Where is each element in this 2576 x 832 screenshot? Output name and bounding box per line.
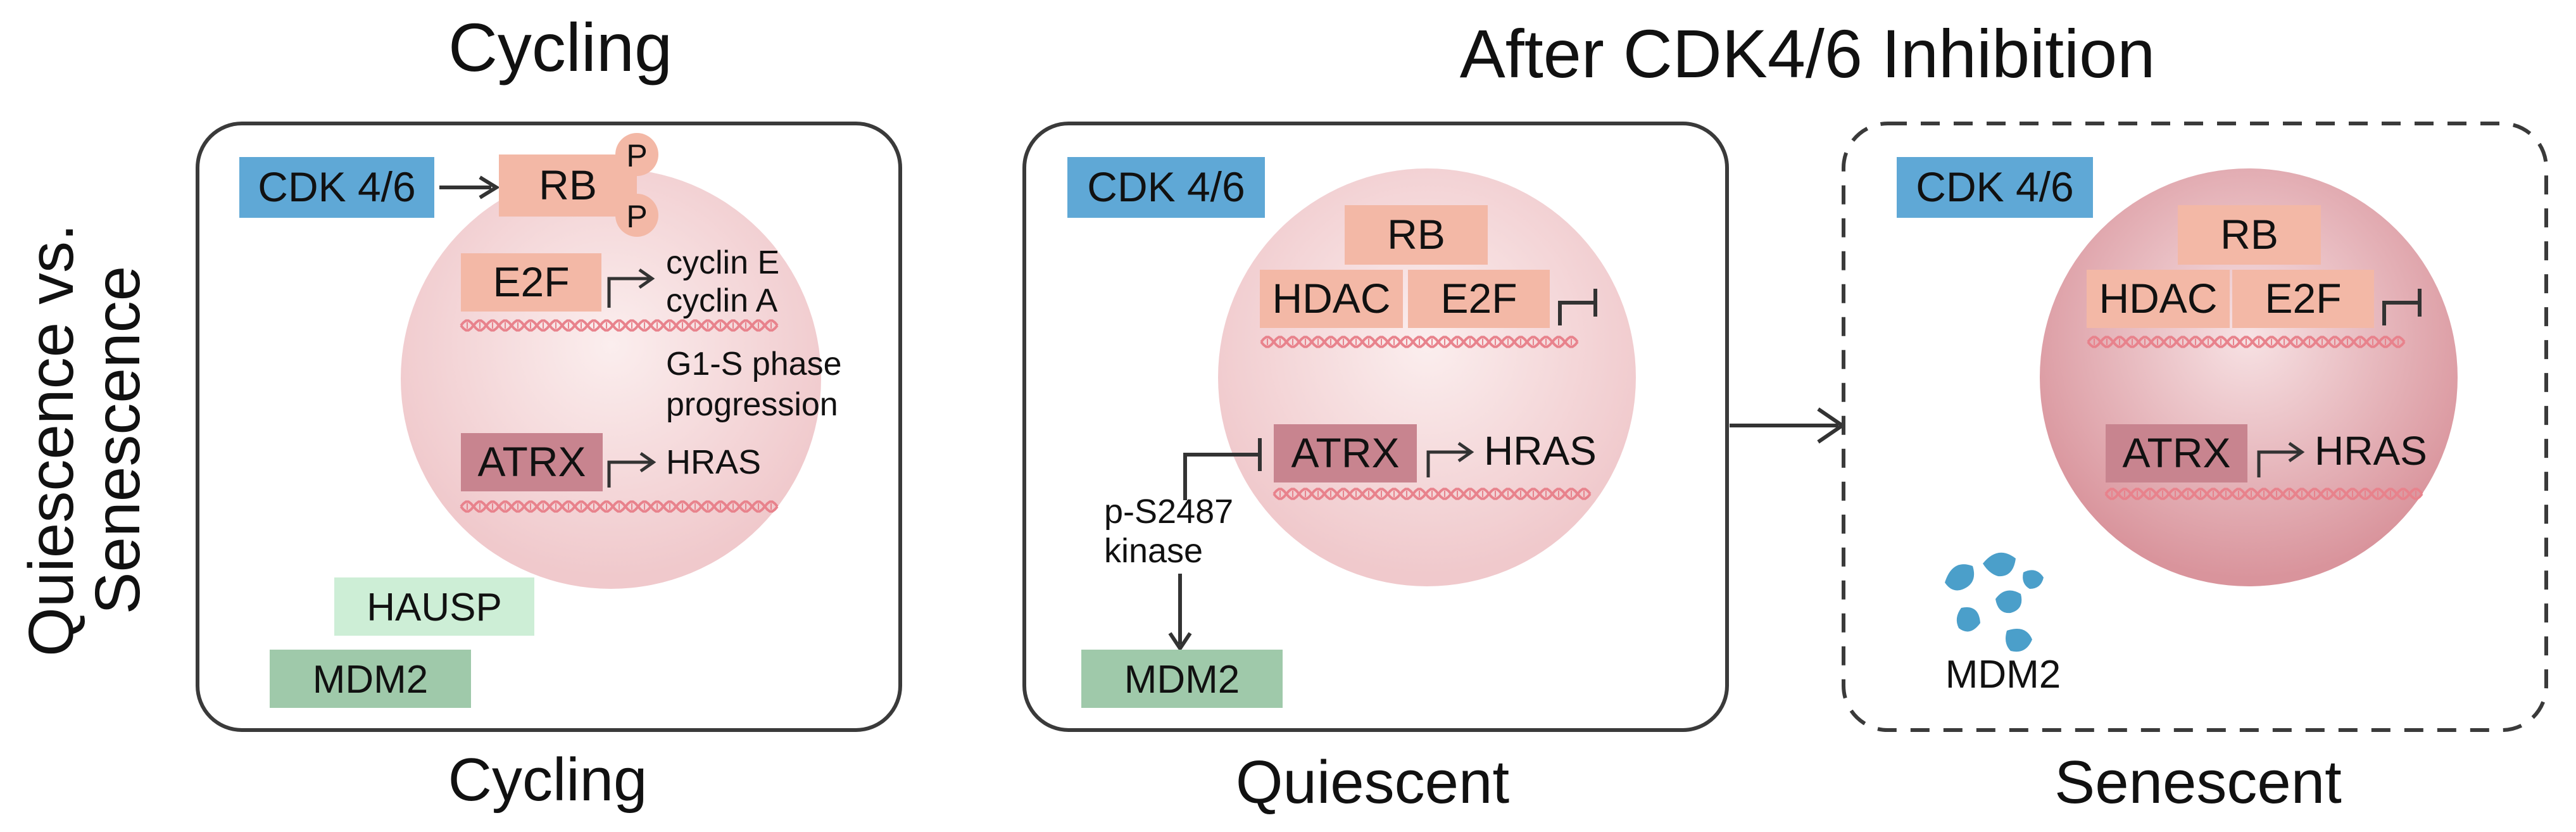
dna-backbone bbox=[1272, 488, 1592, 500]
phospho-label-bottom: P bbox=[626, 199, 647, 234]
dna-backbone bbox=[460, 319, 779, 332]
kinase-inhibits-atrx-line bbox=[1183, 438, 1262, 500]
atrx-promoter-arrow-quiescent bbox=[1426, 450, 1469, 477]
dna-strand-cycling-1 bbox=[460, 319, 779, 332]
rb-box-senescent bbox=[2178, 205, 2321, 265]
phospho-circle-bottom bbox=[615, 194, 658, 237]
hdac-label-quiescent: HDAC bbox=[1272, 275, 1390, 322]
dna-backbone bbox=[2104, 488, 2423, 500]
dna-strand-senescent-2 bbox=[2104, 488, 2423, 500]
e2f-label-quiescent: E2F bbox=[1440, 275, 1517, 322]
phospho-label-top: P bbox=[626, 138, 647, 173]
atrx-box-senescent bbox=[2106, 424, 2247, 482]
mdm2-box-quiescent bbox=[1081, 650, 1283, 708]
g1s-label-line1: G1-S phase bbox=[666, 346, 842, 382]
atrx-promoter-arrowhead-quiescent bbox=[1457, 441, 1474, 463]
e2f-label-senescent: E2F bbox=[2265, 275, 2341, 322]
panel-quiescent: CDK 4/6 RB HDAC E2F ATRX HRAS p-S2487 ki… bbox=[1022, 122, 1729, 732]
e2f-box-senescent bbox=[2232, 270, 2374, 328]
rb-label-quiescent: RB bbox=[1387, 211, 1445, 258]
header-after-cdk-inhibition: After CDK4/6 Inhibition bbox=[1460, 15, 2156, 92]
hdac-box-quiescent bbox=[1260, 270, 1403, 328]
e2f-box-quiescent bbox=[1408, 270, 1550, 328]
atrx-label-cycling: ATRX bbox=[477, 438, 586, 485]
kinase-label-line2: kinase bbox=[1104, 532, 1203, 570]
rb-label-cycling: RB bbox=[539, 161, 597, 208]
dna-backbone bbox=[2087, 336, 2406, 348]
phospho-circle-top bbox=[615, 133, 658, 176]
cdk-box-cycling bbox=[239, 157, 434, 218]
panel-cycling: CDK 4/6 RB P P E2F cyclin E cyclin A G1-… bbox=[196, 122, 902, 732]
dna-strand-senescent-1 bbox=[2087, 336, 2406, 348]
mdm2-label-quiescent: MDM2 bbox=[1124, 658, 1240, 702]
mdm2-label-senescent: MDM2 bbox=[1945, 653, 2061, 696]
mdm2-degraded-fragments-icon bbox=[1945, 552, 2044, 652]
mdm2-label-cycling: MDM2 bbox=[313, 658, 429, 702]
cdk-box-quiescent bbox=[1067, 157, 1265, 218]
side-label: Quiescence vs. Senescence bbox=[16, 224, 153, 657]
mdm2-box-cycling bbox=[270, 650, 471, 708]
e2f-repression-mark-quiescent bbox=[1558, 289, 1597, 325]
atrx-promoter-arrow-senescent bbox=[2257, 450, 2299, 477]
hausp-label: HAUSP bbox=[367, 586, 502, 629]
cdk-to-rb-arrowhead bbox=[479, 175, 500, 199]
header-cycling: Cycling bbox=[448, 9, 672, 85]
cyclin-a-label: cyclin A bbox=[666, 282, 778, 319]
hdac-box-senescent bbox=[2087, 270, 2230, 328]
dna-backbone bbox=[1272, 488, 1592, 500]
dna-backbone bbox=[2104, 488, 2423, 500]
kinase-label-line1: p-S2487 bbox=[1104, 493, 1233, 531]
e2f-label-cycling: E2F bbox=[493, 258, 569, 305]
dna-backbone bbox=[460, 319, 779, 332]
cyclin-e-label: cyclin E bbox=[666, 244, 779, 281]
atrx-promoter-arrowhead bbox=[639, 451, 657, 473]
caption-senescent: Senescent bbox=[2054, 748, 2342, 816]
atrx-promoter-arrowhead-senescent bbox=[2288, 441, 2305, 463]
cdk-label-quiescent: CDK 4/6 bbox=[1087, 163, 1245, 210]
rb-box-quiescent bbox=[1345, 205, 1488, 265]
caption-quiescent: Quiescent bbox=[1236, 748, 1509, 816]
cdk-box-senescent bbox=[1897, 157, 2093, 218]
hras-label-cycling: HRAS bbox=[666, 443, 761, 481]
atrx-box-quiescent bbox=[1274, 424, 1417, 482]
dna-backbone bbox=[460, 500, 779, 513]
dna-backbone bbox=[2087, 336, 2406, 348]
caption-cycling: Cycling bbox=[448, 746, 648, 814]
side-label-line2: Senescence bbox=[82, 266, 153, 614]
rb-label-senescent: RB bbox=[2220, 211, 2278, 258]
atrx-promoter-arrow bbox=[607, 460, 651, 488]
atrx-box-cycling bbox=[461, 433, 603, 491]
atrx-label-quiescent: ATRX bbox=[1291, 429, 1399, 476]
hras-label-senescent: HRAS bbox=[2315, 428, 2427, 474]
hausp-box bbox=[334, 577, 534, 636]
rb-box-cycling bbox=[499, 154, 637, 217]
dna-backbone bbox=[1260, 336, 1579, 348]
e2f-repression-mark-senescent bbox=[2382, 289, 2422, 325]
dna-strand-cycling-2 bbox=[460, 500, 779, 513]
g1s-label-line2: progression bbox=[666, 386, 838, 423]
cdk-label-senescent: CDK 4/6 bbox=[1916, 163, 2073, 210]
e2f-promoter-arrowhead bbox=[638, 268, 655, 289]
panel-senescent: CDK 4/6 RB HDAC E2F ATRX HRAS MDM2 bbox=[1842, 122, 2548, 732]
e2f-box-cycling bbox=[461, 253, 601, 312]
atrx-label-senescent: ATRX bbox=[2122, 429, 2230, 476]
hdac-label-senescent: HDAC bbox=[2099, 275, 2217, 322]
e2f-promoter-arrow bbox=[607, 277, 650, 308]
dna-strand-quiescent-2 bbox=[1272, 488, 1592, 500]
dna-backbone bbox=[1260, 336, 1579, 348]
kinase-to-mdm2-arrowhead bbox=[1168, 632, 1192, 652]
dna-strand-quiescent-1 bbox=[1260, 336, 1579, 348]
dna-backbone bbox=[460, 500, 779, 513]
cdk-label-cycling: CDK 4/6 bbox=[258, 163, 415, 210]
hras-label-quiescent: HRAS bbox=[1484, 428, 1597, 474]
side-label-line1: Quiescence vs. bbox=[16, 224, 87, 657]
